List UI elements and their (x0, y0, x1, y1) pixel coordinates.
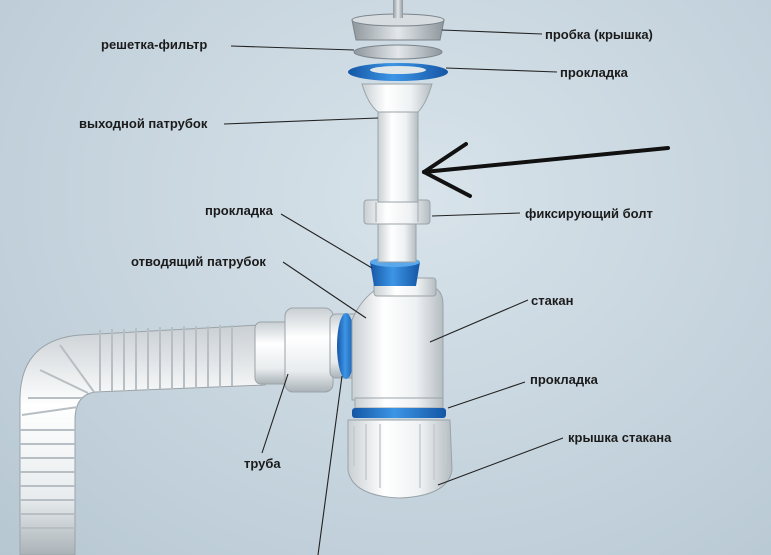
strainer-and-cap (351, 0, 445, 60)
top-gasket (348, 63, 448, 81)
label-cap: пробка (крышка) (545, 27, 653, 42)
label-bottle: стакан (531, 293, 574, 308)
label-branch-pipe: отводящий патрубок (131, 254, 266, 269)
label-hose: труба (244, 456, 281, 471)
label-gasket-top: прокладка (560, 65, 628, 80)
label-strainer: решетка-фильтр (101, 37, 208, 52)
label-fixing-bolt: фиксирующий болт (525, 206, 653, 221)
branch-pipe (254, 307, 369, 393)
label-gasket-mid: прокладка (205, 203, 273, 218)
label-outlet-pipe: выходной патрубок (79, 116, 208, 131)
outlet-pipe-upper (361, 83, 433, 203)
outlet-pipe-lower (363, 199, 431, 263)
leader-lines (223, 29, 564, 555)
bottle-body (347, 277, 453, 499)
pointer-arrow (422, 142, 670, 198)
corrugated-hose (19, 324, 266, 555)
label-gasket-bottom: прокладка (530, 372, 598, 387)
label-bottle-cap: крышка стакана (568, 430, 672, 445)
